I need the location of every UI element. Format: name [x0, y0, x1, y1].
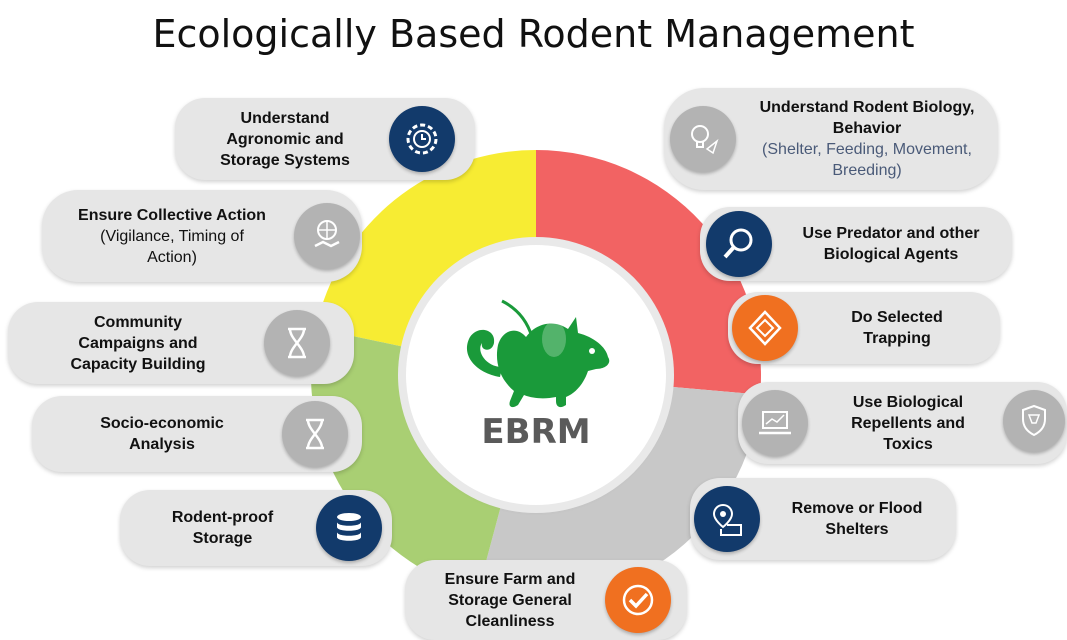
- item-rodent-proof-storage: Rodent-proof Storage: [120, 490, 392, 566]
- item-community-campaigns: Community Campaigns and Capacity Buildin…: [8, 302, 354, 384]
- item-label-line: Ensure Collective Action: [78, 206, 266, 224]
- item-label-line: Cleanliness: [465, 612, 555, 630]
- map-pin-icon: [694, 486, 760, 552]
- item-sublabel: Breeding): [832, 162, 902, 179]
- item-selected-trapping: Do Selected Trapping: [728, 292, 1000, 364]
- item-label-line: Campaigns and: [78, 334, 198, 352]
- item-sublabel: (Vigilance, Timing of: [100, 227, 244, 245]
- item-label-line: Agronomic and: [226, 130, 344, 148]
- item-remove-flood-shelters: Remove or Flood Shelters: [690, 478, 956, 560]
- shield-cup-icon: [1003, 390, 1065, 452]
- center-label: EBRM: [481, 412, 591, 452]
- ring-segment-red: [536, 150, 761, 395]
- database-icon: [316, 495, 382, 561]
- ring-segment-gray: [477, 386, 761, 600]
- item-label-line: Community: [94, 313, 182, 331]
- item-label-line: Storage: [192, 530, 253, 547]
- center-badge: [406, 245, 666, 505]
- checkmark-icon: [605, 567, 671, 633]
- page-title: Ecologically Based Rodent Management: [152, 12, 915, 56]
- mouse-logo-icon: [466, 299, 610, 408]
- item-label-line: Use Predator and other: [802, 225, 980, 242]
- ring-segment-yellow: [315, 150, 536, 348]
- item-sublabel: Action): [147, 248, 197, 266]
- hourglass-icon: [282, 401, 348, 467]
- item-sublabel: (Shelter, Feeding, Movement,: [762, 141, 972, 158]
- item-label-line: Understand Rodent Biology,: [759, 99, 975, 116]
- ring-segment-green: [311, 328, 502, 593]
- item-farm-cleanliness: Ensure Farm and Storage General Cleanlin…: [405, 560, 687, 640]
- item-label-line: Trapping: [863, 330, 931, 347]
- item-label-line: Use Biological: [852, 393, 964, 411]
- item-rodent-biology: Understand Rodent Biology, Behavior (She…: [664, 88, 998, 190]
- laptop-chart-icon: [742, 390, 808, 456]
- item-label-line: Toxics: [883, 435, 933, 453]
- item-label-line: Analysis: [129, 436, 195, 453]
- globe-handshake-icon: [294, 203, 360, 269]
- hourglass-icon: [264, 310, 330, 376]
- item-label-line: Do Selected: [851, 309, 943, 326]
- item-label-line: Storage General: [448, 591, 572, 609]
- item-agronomic-storage: Understand Agronomic and Storage Systems: [175, 98, 475, 180]
- item-label-line: Biological Agents: [823, 246, 959, 263]
- item-label-line: Rodent-proof: [171, 509, 274, 526]
- item-label-line: Remove or Flood: [791, 500, 923, 517]
- item-label-line: Shelters: [825, 521, 889, 538]
- item-label-line: Storage Systems: [220, 151, 350, 169]
- lightbulb-icon: [670, 106, 736, 172]
- item-label-line: Ensure Farm and: [444, 570, 576, 588]
- item-socio-economic: Socio-economic Analysis: [32, 396, 362, 472]
- item-biological-repellents: Use Biological Repellents and Toxics: [738, 382, 1067, 464]
- item-label-line: Socio-economic: [100, 415, 224, 432]
- item-label-line: Repellents and: [851, 414, 965, 432]
- item-label-line: Understand: [240, 109, 330, 127]
- item-label-line: Capacity Building: [70, 355, 206, 373]
- trap-box-icon: [732, 295, 798, 361]
- magnifier-icon: [706, 211, 772, 277]
- item-predator-agents: Use Predator and other Biological Agents: [700, 207, 1012, 281]
- item-label-line: Behavior: [832, 120, 902, 137]
- gear-clock-icon: [389, 106, 455, 172]
- item-collective-action: Ensure Collective Action (Vigilance, Tim…: [42, 190, 362, 282]
